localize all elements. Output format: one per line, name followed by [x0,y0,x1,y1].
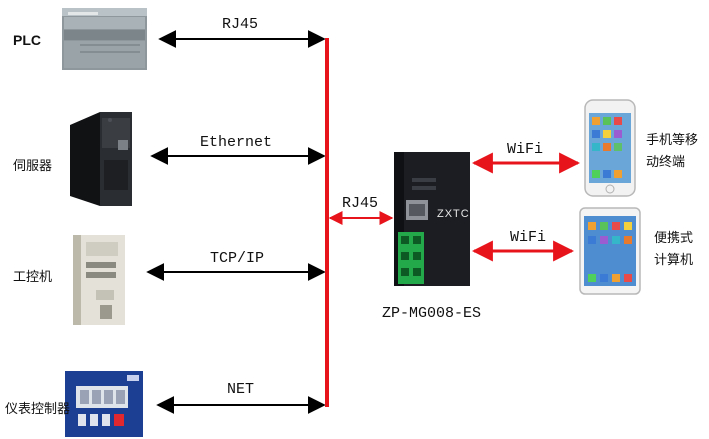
plc-label: PLC [13,32,41,48]
servo-drive-image [70,112,132,206]
tablet-image [579,207,641,295]
ethernet-label: Ethernet [200,134,273,151]
plc-device-image [62,8,147,70]
phone-label-line1: 手机等移 [646,133,699,148]
tcpip-label: TCP/IP [210,250,265,267]
rj45-top-label: RJ45 [222,16,259,33]
meter-label: 仪表控制器 [5,402,71,417]
phone-label: 手机等移 动终端 [646,130,698,174]
meter-controller-image [65,371,143,437]
net-label: NET [227,381,255,398]
ipc-label: 工控机 [13,270,53,285]
gateway-device-image [394,152,470,286]
gateway-model-label: ZP-MG008-ES [382,305,482,322]
ipc-image [73,235,125,325]
tablet-label-line1: 便携式 [654,231,694,246]
tablet-label: 便携式 计算机 [654,228,693,272]
wifi-phone-label: WiFi [507,141,544,158]
wifi-tablet-label: WiFi [510,229,547,246]
phone-label-line2: 动终端 [646,155,686,170]
gateway-brand-label: ZXTC [437,208,470,220]
tablet-label-line2: 计算机 [654,253,694,268]
servo-label: 伺服器 [13,159,53,174]
smartphone-image [584,99,636,197]
rj45-gateway-label: RJ45 [342,195,379,212]
